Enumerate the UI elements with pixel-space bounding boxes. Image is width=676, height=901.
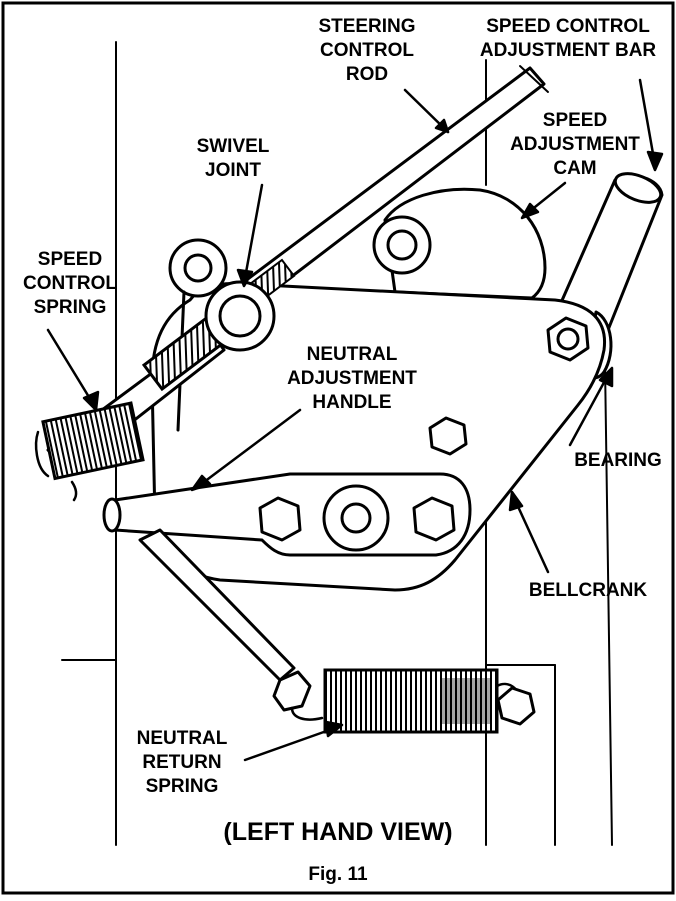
svg-text:ROD: ROD bbox=[346, 64, 388, 85]
svg-text:HANDLE: HANDLE bbox=[312, 392, 391, 413]
svg-text:SPEED CONTROL: SPEED CONTROL bbox=[486, 16, 650, 37]
label-bellcrank: BELLCRANK bbox=[529, 580, 647, 601]
svg-text:SPEED: SPEED bbox=[543, 110, 607, 131]
speed-adjustment-cam bbox=[372, 187, 547, 300]
svg-text:CAM: CAM bbox=[553, 158, 596, 179]
label-swivel-joint: SWIVEL JOINT bbox=[197, 136, 270, 181]
swivel-joint bbox=[204, 280, 276, 352]
svg-text:ADJUSTMENT BAR: ADJUSTMENT BAR bbox=[480, 40, 657, 61]
neutral-return-spring bbox=[138, 528, 536, 734]
figure-caption: Fig. 11 bbox=[308, 864, 368, 885]
svg-text:SPRING: SPRING bbox=[146, 776, 219, 797]
svg-text:BELLCRANK: BELLCRANK bbox=[529, 580, 647, 601]
svg-text:RETURN: RETURN bbox=[142, 752, 221, 773]
svg-text:CONTROL: CONTROL bbox=[23, 273, 117, 294]
svg-text:JOINT: JOINT bbox=[205, 160, 261, 181]
svg-text:STEERING: STEERING bbox=[318, 16, 415, 37]
svg-text:SPRING: SPRING bbox=[34, 297, 107, 318]
label-neutral-return-spring: NEUTRAL RETURN SPRING bbox=[137, 728, 228, 797]
svg-text:BEARING: BEARING bbox=[574, 450, 662, 471]
svg-text:SWIVEL: SWIVEL bbox=[197, 136, 270, 157]
svg-text:NEUTRAL: NEUTRAL bbox=[307, 344, 398, 365]
label-speed-control-adjustment-bar: SPEED CONTROL ADJUSTMENT BAR bbox=[480, 16, 657, 61]
speed-control-adjustment-bar bbox=[558, 172, 664, 332]
label-speed-control-spring: SPEED CONTROL SPRING bbox=[23, 249, 117, 318]
upper-eyelet bbox=[168, 238, 228, 432]
svg-text:ADJUSTMENT: ADJUSTMENT bbox=[510, 134, 640, 155]
label-bearing: BEARING bbox=[574, 450, 662, 471]
svg-text:SPEED: SPEED bbox=[38, 249, 102, 270]
leader-lines bbox=[46, 78, 664, 762]
label-steering-control-rod: STEERING CONTROL ROD bbox=[318, 16, 415, 85]
neutral-adjustment-handle bbox=[102, 472, 472, 557]
svg-text:ADJUSTMENT: ADJUSTMENT bbox=[287, 368, 417, 389]
view-caption: (LEFT HAND VIEW) bbox=[223, 818, 452, 846]
label-speed-adjustment-cam: SPEED ADJUSTMENT CAM bbox=[510, 110, 640, 179]
label-neutral-adjustment-handle: NEUTRAL ADJUSTMENT HANDLE bbox=[287, 344, 417, 413]
svg-text:CONTROL: CONTROL bbox=[320, 40, 414, 61]
svg-text:NEUTRAL: NEUTRAL bbox=[137, 728, 228, 749]
